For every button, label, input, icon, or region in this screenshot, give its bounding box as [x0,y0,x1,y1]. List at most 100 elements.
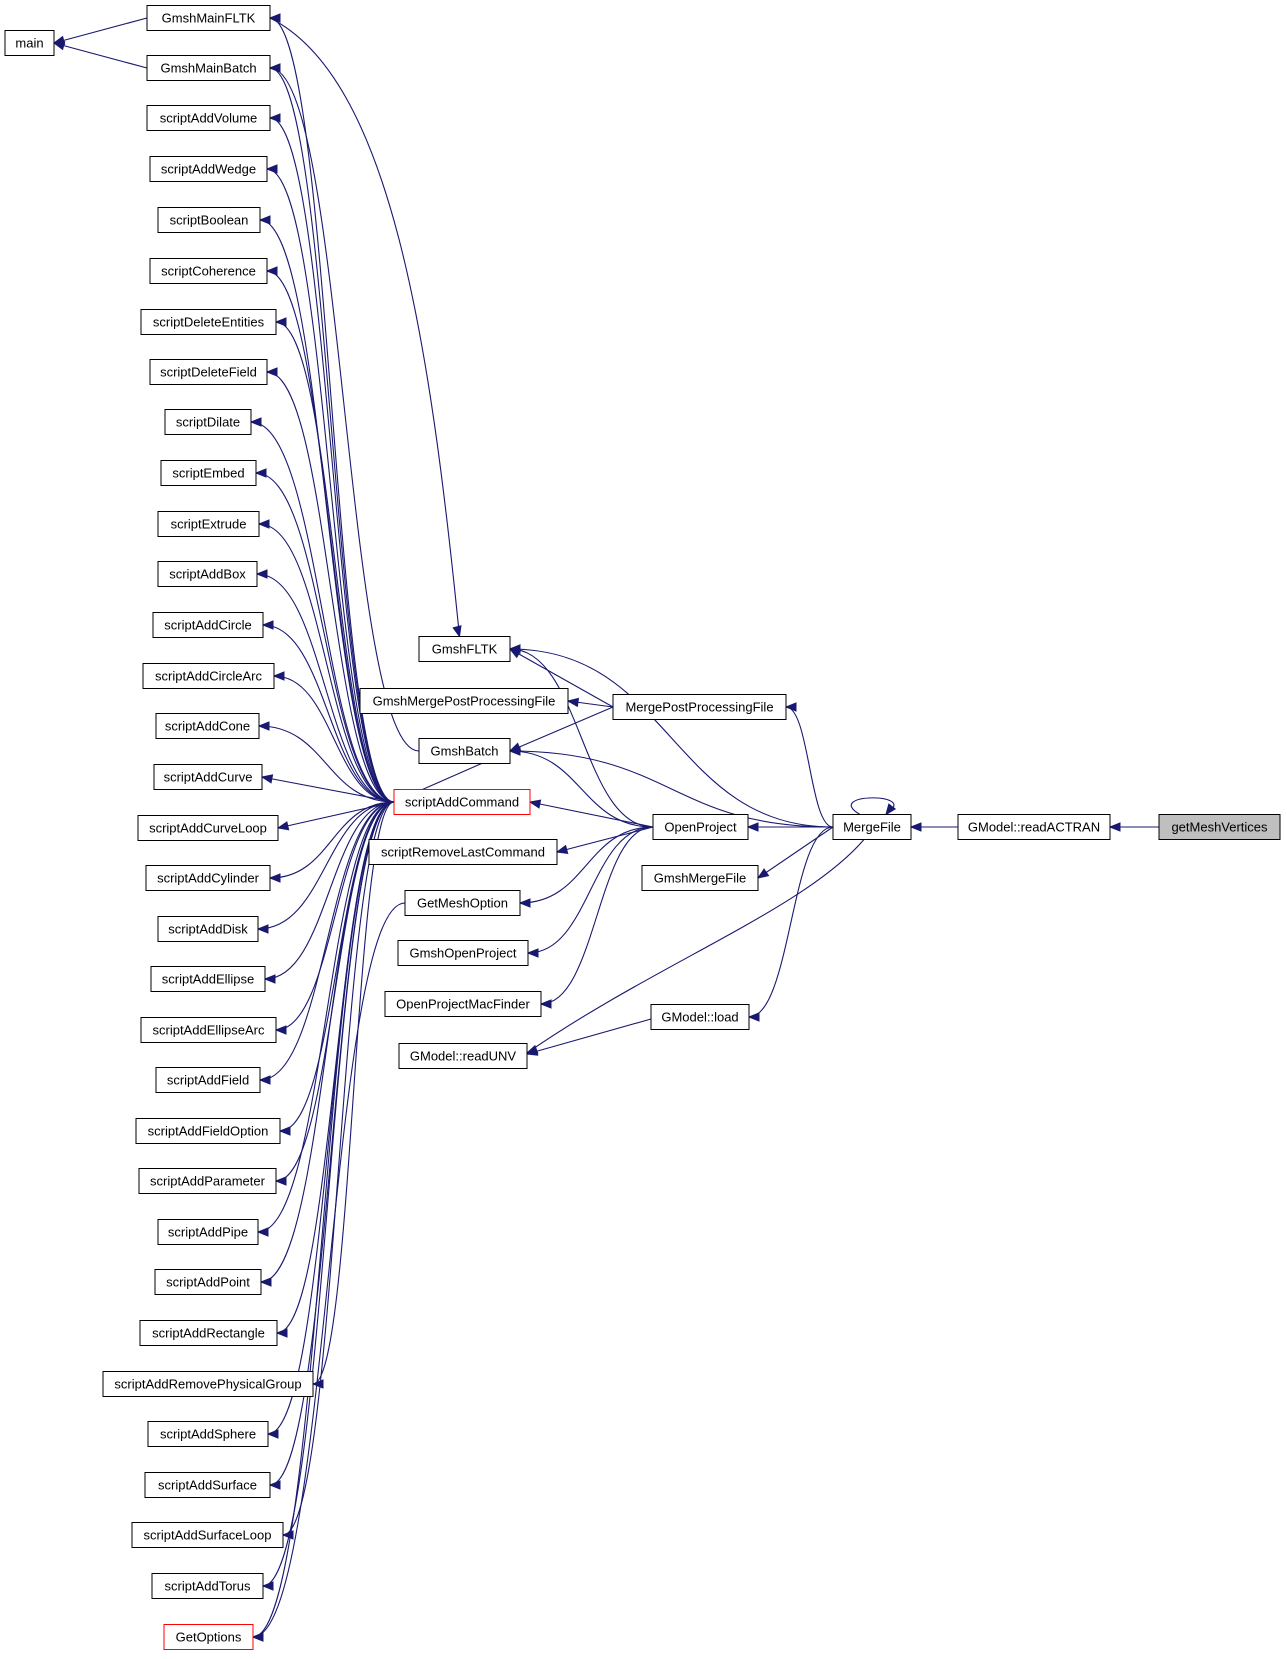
node-label: GmshMergeFile [654,871,746,886]
node-main[interactable]: main [4,30,55,56]
node-box [149,156,268,182]
node-scriptBoolean[interactable]: scriptBoolean [157,207,261,233]
edge-MergeFile-to-GmshMergeFile [756,826,834,879]
edge-line [269,67,395,803]
edge-scriptAddCommand-to-GmshMainBatch [268,63,395,803]
edge-arrowhead [258,215,271,225]
edge-GModel_load-to-GModel_readUNV [525,1018,652,1056]
edge-scriptAddCommand-to-scriptAddCylinder [268,801,395,883]
node-label: MergePostProcessingFile [625,700,773,715]
node-GModel_load[interactable]: GModel::load [650,1004,750,1030]
edge-OpenProject-to-GmshOpenProject [526,826,654,958]
node-box [641,865,759,891]
node-scriptAddCircleArc[interactable]: scriptAddCircleArc [142,663,275,689]
node-MergeFile[interactable]: MergeFile [832,814,912,840]
edge-arrowhead [508,644,521,654]
edge-arrowhead [257,721,270,731]
node-scriptAddField[interactable]: scriptAddField [155,1067,261,1093]
node-scriptExtrude[interactable]: scriptExtrude [157,511,260,537]
edge-line [269,17,461,637]
node-box [957,814,1111,840]
node-OpenProjectMacFinder[interactable]: OpenProjectMacFinder [384,991,542,1017]
edge-line [261,776,395,803]
node-scriptAddEllipse[interactable]: scriptAddEllipse [150,966,266,992]
edge-OpenProject-to-GmshFLTK [508,644,654,828]
node-label: scriptAddWedge [161,162,256,177]
node-scriptAddVolume[interactable]: scriptAddVolume [146,105,271,131]
node-GetMeshOption[interactable]: GetMeshOption [404,890,521,916]
node-scriptAddEllipseArc[interactable]: scriptAddEllipseArc [140,1017,277,1043]
node-label: scriptAddDisk [168,922,248,937]
node-GModel_readACTRAN[interactable]: GModel::readACTRAN [957,814,1111,840]
node-getMeshVertices[interactable]: getMeshVertices [1158,814,1281,840]
node-scriptDeleteEntities[interactable]: scriptDeleteEntities [140,309,277,335]
node-box [832,814,912,840]
node-GetOptions[interactable]: GetOptions [163,1624,254,1650]
edge-arrowhead [1108,822,1121,832]
node-label: scriptDilate [176,415,240,430]
node-scriptAddSurfaceLoop[interactable]: scriptAddSurfaceLoop [131,1522,284,1548]
node-scriptAddRectangle[interactable]: scriptAddRectangle [139,1320,278,1346]
edge-GmshFLTK-to-GmshMainFLTK [269,17,462,638]
node-box [102,1371,314,1397]
node-label: scriptRemoveLastCommand [381,845,545,860]
node-scriptAddTorus[interactable]: scriptAddTorus [151,1573,264,1599]
node-box [612,694,787,720]
node-label: scriptDeleteEntities [153,315,265,330]
edge-scriptAddCommand-to-scriptAddSphere [266,801,395,1439]
node-scriptAddWedge[interactable]: scriptAddWedge [149,156,268,182]
node-GmshFLTK[interactable]: GmshFLTK [418,636,511,662]
edge-line [257,801,395,1233]
node-box [149,359,268,385]
node-GmshMergeFile[interactable]: GmshMergeFile [641,865,759,891]
node-scriptAddCylinder[interactable]: scriptAddCylinder [145,865,271,891]
edge-line [526,1018,652,1055]
node-box [139,1320,278,1346]
edge-line [267,801,395,1435]
node-label: scriptAddEllipseArc [153,1023,265,1038]
edge-arrowhead [255,569,268,579]
node-scriptRemoveLastCommand[interactable]: scriptRemoveLastCommand [368,839,558,865]
node-box [153,764,263,790]
edge-scriptAddCommand-to-scriptAddPipe [256,801,395,1237]
node-MergePostProcessingFile[interactable]: MergePostProcessingFile [612,694,787,720]
node-GmshMainFLTK[interactable]: GmshMainFLTK [146,5,271,31]
edge-scriptAddCommand-to-scriptEmbed [254,468,395,803]
node-box [155,713,260,739]
node-scriptCoherence[interactable]: scriptCoherence [149,258,268,284]
node-scriptAddCurve[interactable]: scriptAddCurve [153,764,263,790]
node-scriptEmbed[interactable]: scriptEmbed [160,460,257,486]
node-scriptAddSurface[interactable]: scriptAddSurface [144,1472,271,1498]
node-GModel_readUNV[interactable]: GModel::readUNV [398,1043,528,1069]
node-scriptAddCommand[interactable]: scriptAddCommand [393,789,531,815]
node-OpenProject[interactable]: OpenProject [652,814,749,840]
node-scriptAddDisk[interactable]: scriptAddDisk [157,916,259,942]
edge-arrowhead [268,1480,281,1490]
edge-arrowhead [528,799,542,809]
node-GmshOpenProject[interactable]: GmshOpenProject [397,940,529,966]
edge-line [269,17,395,803]
node-scriptAddFieldOption[interactable]: scriptAddFieldOption [135,1118,281,1144]
node-scriptAddPoint[interactable]: scriptAddPoint [154,1269,262,1295]
node-label: scriptAddField [167,1073,249,1088]
edge-arrowhead [518,898,531,908]
node-scriptAddBox[interactable]: scriptAddBox [157,561,258,587]
node-scriptAddCircle[interactable]: scriptAddCircle [152,612,264,638]
edge-MergeFile-to-GmshFLTK [508,644,834,828]
node-scriptAddSphere[interactable]: scriptAddSphere [147,1421,269,1447]
node-GmshBatch[interactable]: GmshBatch [418,738,511,764]
node-scriptAddRemovePhysicalGroup[interactable]: scriptAddRemovePhysicalGroup [102,1371,314,1397]
node-scriptAddParameter[interactable]: scriptAddParameter [138,1168,277,1194]
node-GmshMergePostProcessingFile[interactable]: GmshMergePostProcessingFile [359,688,569,714]
node-box [397,940,529,966]
edge-line [256,573,395,803]
node-scriptDeleteField[interactable]: scriptDeleteField [149,359,268,385]
edge-line [250,421,395,803]
node-scriptAddCurveLoop[interactable]: scriptAddCurveLoop [137,815,279,841]
node-scriptAddPipe[interactable]: scriptAddPipe [157,1219,259,1245]
node-scriptDilate[interactable]: scriptDilate [164,409,252,435]
edge-line [509,648,654,828]
node-GmshMainBatch[interactable]: GmshMainBatch [146,55,271,81]
node-label: GetMeshOption [417,896,508,911]
node-scriptAddCone[interactable]: scriptAddCone [155,713,260,739]
